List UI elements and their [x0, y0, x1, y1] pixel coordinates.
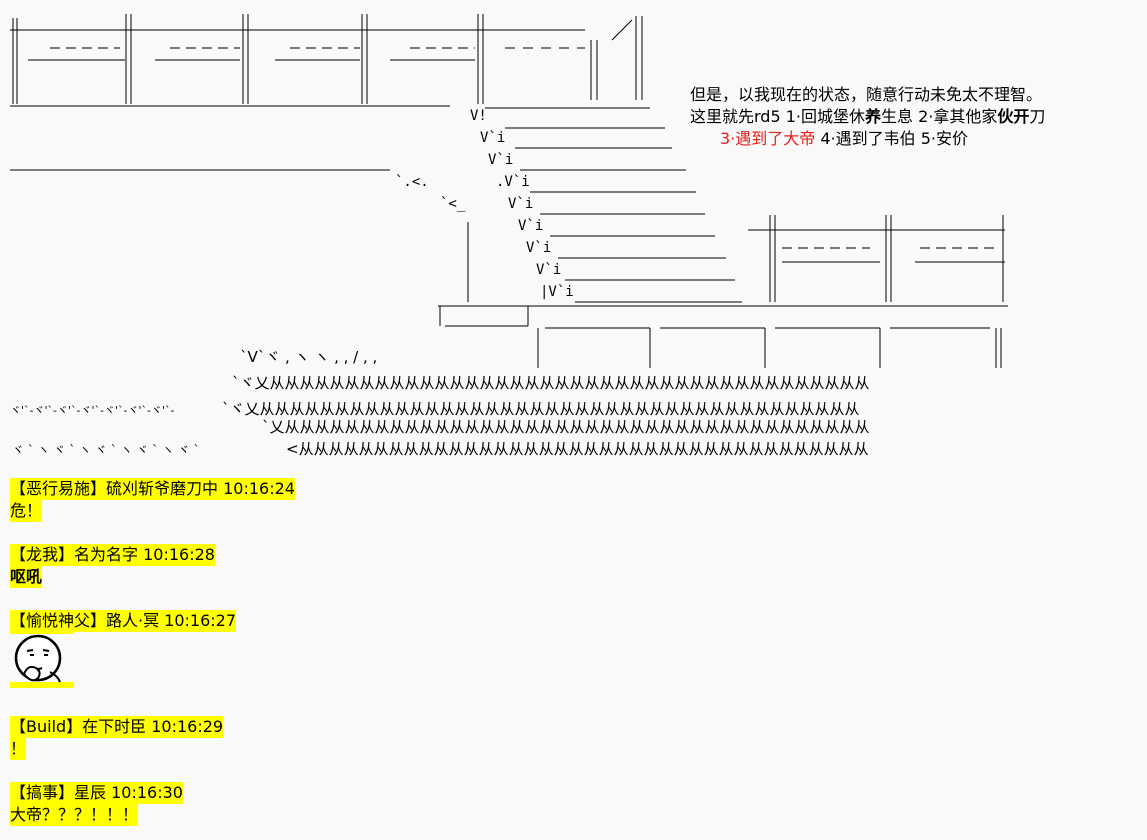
svg-text:`乂从从从从从从从从从从从从从从从从从从从从从从从从从从从从: `乂从从从从从从从从从从从从从从从从从从从从从从从从从从从从从从从从从从从从从从… [262, 418, 870, 436]
chat-message: 【搞事】星辰 10:16:30 大帝？？？！！！ [10, 782, 295, 826]
ascii-art-scene: V! V`i V`i .V`i V`i V`i V`i V`i |V`i `.<… [10, 14, 1008, 458]
narration-choice-red: 3·遇到了大帝 [720, 129, 816, 148]
message-body: ！ [10, 738, 27, 760]
svg-text:V`i: V`i [526, 240, 551, 256]
svg-text:V`i: V`i [536, 262, 561, 278]
thinking-face-icon [10, 634, 74, 683]
chat-message: 【愉悦神父】路人·冥 10:16:27 [10, 610, 295, 694]
message-header: 【Build】在下时臣 10:16:29 [10, 716, 224, 738]
message-body: 大帝？？？！！！ [10, 804, 139, 826]
svg-text:V`i: V`i [488, 152, 513, 168]
svg-text:V!: V! [470, 108, 487, 124]
svg-text:V`i: V`i [518, 218, 543, 234]
svg-text:<从从从从从从从从从从从从从从从从从从从从从从从从从从从从从: <从从从从从从从从从从从从从从从从从从从从从从从从从从从从从从从从从从从从从从 [286, 440, 869, 458]
svg-text:ヾ ` ヽ ヾ ` ヽ ヾ ` ヽ ヾ ` ヽ ヾ `: ヾ ` ヽ ヾ ` ヽ ヾ ` ヽ ヾ ` ヽ ヾ ` [12, 443, 200, 457]
message-header: 【龙我】名为名字 10:16:28 [10, 544, 215, 566]
svg-text:`<_: `<_ [440, 196, 466, 212]
narration-line-3: 3·遇到了大帝 4·遇到了韦伯 5·安价 [690, 128, 1045, 150]
svg-text:V`i: V`i [480, 130, 505, 146]
svg-text:.V`i: .V`i [496, 174, 530, 190]
svg-text:`.<.: `.<. [395, 174, 429, 190]
chat-message: 【恶行易施】硫刈斩爷磨刀中 10:16:24 危！ [10, 478, 295, 522]
narration-line-2-bold-2: 伙开 [997, 107, 1030, 126]
thinking-face-sticker [10, 632, 74, 688]
message-header: 【恶行易施】硫刈斩爷磨刀中 10:16:24 [10, 478, 295, 500]
message-body: 危！ [10, 500, 43, 522]
message-header: 【愉悦神父】路人·冥 10:16:27 [10, 610, 237, 632]
narration-line-2-bold-1: 养 [865, 107, 882, 126]
narration-line-2-post: 刀 [1029, 107, 1046, 126]
narration-line-2-pre: 这里就先rd5 1·回城堡休 [690, 107, 865, 126]
message-body: 呕吼 [10, 566, 43, 588]
narration-line-3-rest: 4·遇到了韦伯 5·安价 [815, 129, 968, 148]
narration-line-2: 这里就先rd5 1·回城堡休养生息 2·拿其他家伙开刀 [690, 106, 1045, 128]
chat-log: 【恶行易施】硫刈斩爷磨刀中 10:16:24 危！ 【龙我】名为名字 10:16… [10, 478, 295, 826]
narration-line-2-mid: 生息 2·拿其他家 [881, 107, 998, 126]
narration-line-1: 但是，以我现在的状态，随意行动未免太不理智。 [690, 85, 1043, 104]
chat-message: 【龙我】名为名字 10:16:28 呕吼 [10, 544, 295, 588]
narration-block: 但是，以我现在的状态，随意行动未免太不理智。 这里就先rd5 1·回城堡休养生息… [690, 84, 1045, 150]
svg-text:|V`i: |V`i [540, 284, 574, 300]
message-header: 【搞事】星辰 10:16:30 [10, 782, 183, 804]
svg-text:`ヾ乂从从从从从从从从从从从从从从从从从从从从从从从从从从从: `ヾ乂从从从从从从从从从从从从从从从从从从从从从从从从从从从从从从从从从从从从从… [222, 400, 860, 418]
svg-text:`ヾ乂从从从从从从从从从从从从从从从从从从从从从从从从从从从: `ヾ乂从从从从从从从从从从从从从从从从从从从从从从从从从从从从从从从从从从从从从… [232, 374, 870, 392]
svg-text:`V`ヾ , ヽ ヽ , , / , ,: `V`ヾ , ヽ ヽ , , / , , [240, 348, 377, 366]
chat-message: 【Build】在下时臣 10:16:29 ！ [10, 716, 295, 760]
svg-text:ヾ'`-ヾ'`-ヾ'`-ヾ'`-ヾ'`-ヾ'`-ヾ'`-: ヾ'`-ヾ'`-ヾ'`-ヾ'`-ヾ'`-ヾ'`-ヾ'`- [10, 404, 174, 417]
svg-text:V`i: V`i [508, 196, 533, 212]
